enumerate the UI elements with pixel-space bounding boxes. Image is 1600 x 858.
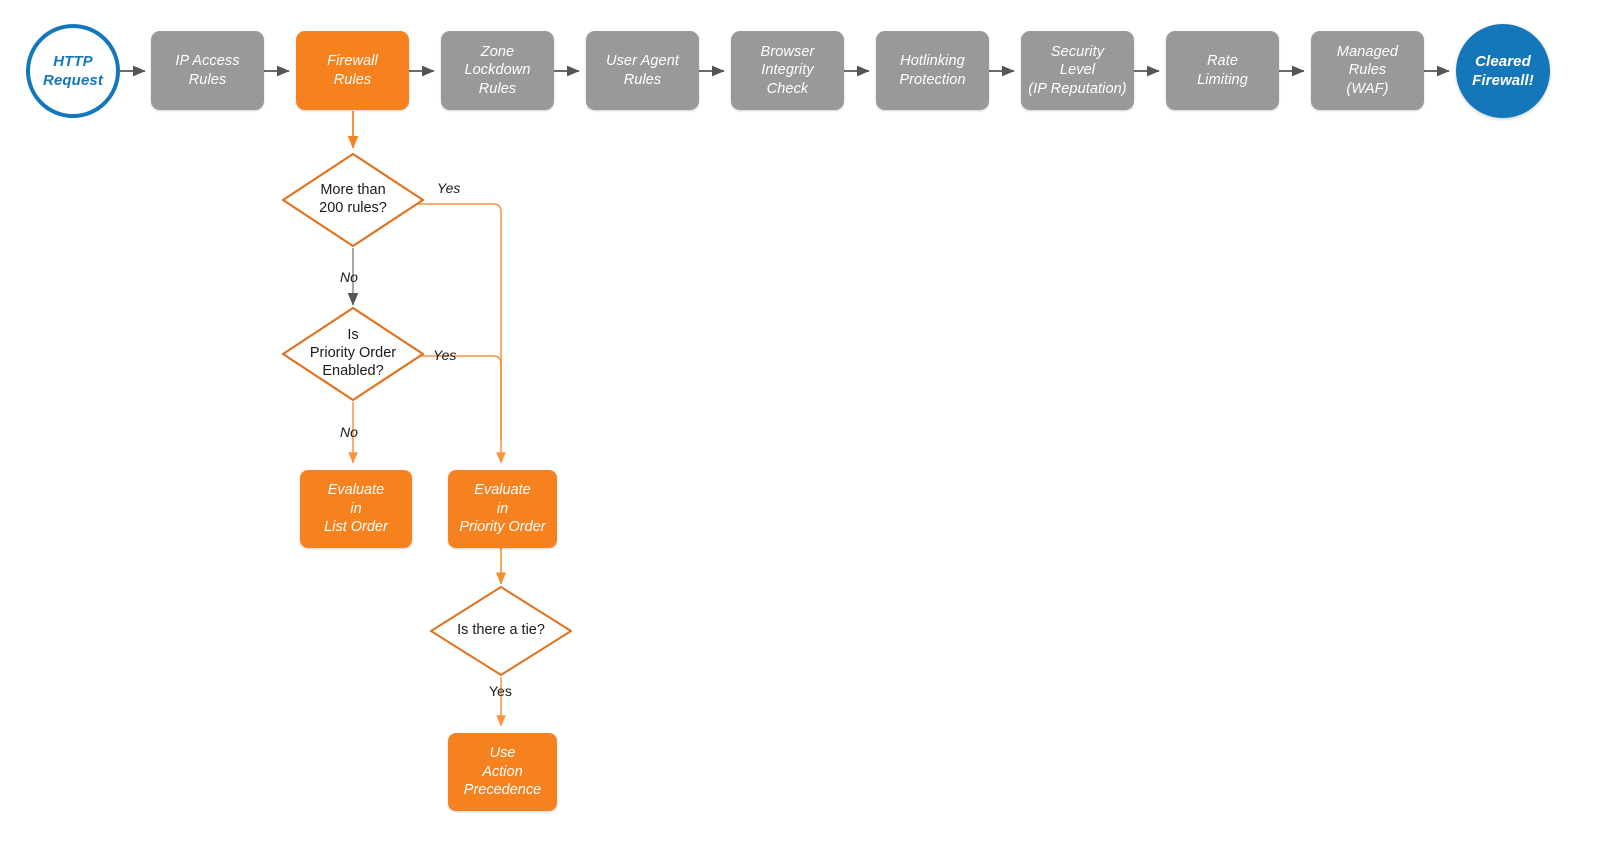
stage-rate-limiting[interactable]: Rate Limiting bbox=[1166, 31, 1279, 110]
decision-label: Is Priority Order Enabled? bbox=[309, 327, 397, 379]
action-label: Evaluate in Priority Order bbox=[459, 482, 546, 536]
edge-priority-yes bbox=[419, 355, 502, 440]
diamond-shape bbox=[281, 152, 425, 248]
stage-firewall-rules[interactable]: Firewall Rules bbox=[296, 31, 409, 110]
edge-label-rulecount-no: No bbox=[340, 269, 358, 285]
stage-zone-lockdown-rules[interactable]: Zone Lockdown Rules bbox=[441, 31, 554, 110]
edge-label-priority-no: No bbox=[340, 424, 358, 440]
stage-label: Browser Integrity Check bbox=[760, 43, 815, 97]
terminal-http-request[interactable]: HTTP Request bbox=[26, 24, 120, 118]
edge-rulecount-yes bbox=[419, 203, 506, 464]
decision-more-than-200-rules[interactable]: More than 200 rules? bbox=[281, 152, 425, 248]
stage-security-level[interactable]: Security Level (IP Reputation) bbox=[1021, 31, 1134, 110]
action-use-action-precedence[interactable]: Use Action Precedence bbox=[448, 733, 557, 811]
decision-is-priority-order-enabled[interactable]: Is Priority Order Enabled? bbox=[281, 306, 425, 402]
terminal-http-request-label: HTTP Request bbox=[43, 52, 103, 89]
stage-managed-rules-waf[interactable]: Managed Rules (WAF) bbox=[1311, 31, 1424, 110]
stage-label: Managed Rules (WAF) bbox=[1336, 43, 1399, 97]
decision-label: More than 200 rules? bbox=[319, 182, 387, 216]
stage-label: Firewall Rules bbox=[327, 52, 378, 88]
decision-label: Is there a tie? bbox=[457, 622, 545, 639]
action-evaluate-in-priority-order[interactable]: Evaluate in Priority Order bbox=[448, 470, 557, 548]
stage-label: Zone Lockdown Rules bbox=[464, 43, 531, 97]
edge-label-priority-yes: Yes bbox=[433, 347, 457, 363]
terminal-cleared-firewall-label: Cleared Firewall! bbox=[1472, 52, 1534, 89]
diamond-shape bbox=[430, 586, 572, 676]
decision-is-there-a-tie[interactable]: Is there a tie? bbox=[429, 585, 573, 677]
diamond-shape bbox=[281, 306, 425, 402]
stage-label: Hotlinking Protection bbox=[899, 52, 966, 88]
action-label: Use Action Precedence bbox=[463, 745, 542, 799]
edge-label-tie-yes: Yes bbox=[489, 683, 512, 699]
terminal-cleared-firewall[interactable]: Cleared Firewall! bbox=[1456, 24, 1550, 118]
stage-label: User Agent Rules bbox=[606, 52, 679, 88]
stage-label: Security Level (IP Reputation) bbox=[1028, 43, 1127, 97]
stage-browser-integrity-check[interactable]: Browser Integrity Check bbox=[731, 31, 844, 110]
stage-user-agent-rules[interactable]: User Agent Rules bbox=[586, 31, 699, 110]
stage-label: IP Access Rules bbox=[175, 52, 240, 88]
stage-hotlinking-protection[interactable]: Hotlinking Protection bbox=[876, 31, 989, 110]
stage-ip-access-rules[interactable]: IP Access Rules bbox=[151, 31, 264, 110]
action-evaluate-in-list-order[interactable]: Evaluate in List Order bbox=[300, 470, 412, 548]
stage-label: Rate Limiting bbox=[1197, 52, 1248, 88]
action-label: Evaluate in List Order bbox=[324, 482, 388, 536]
edge-label-rulecount-yes: Yes bbox=[437, 180, 461, 196]
